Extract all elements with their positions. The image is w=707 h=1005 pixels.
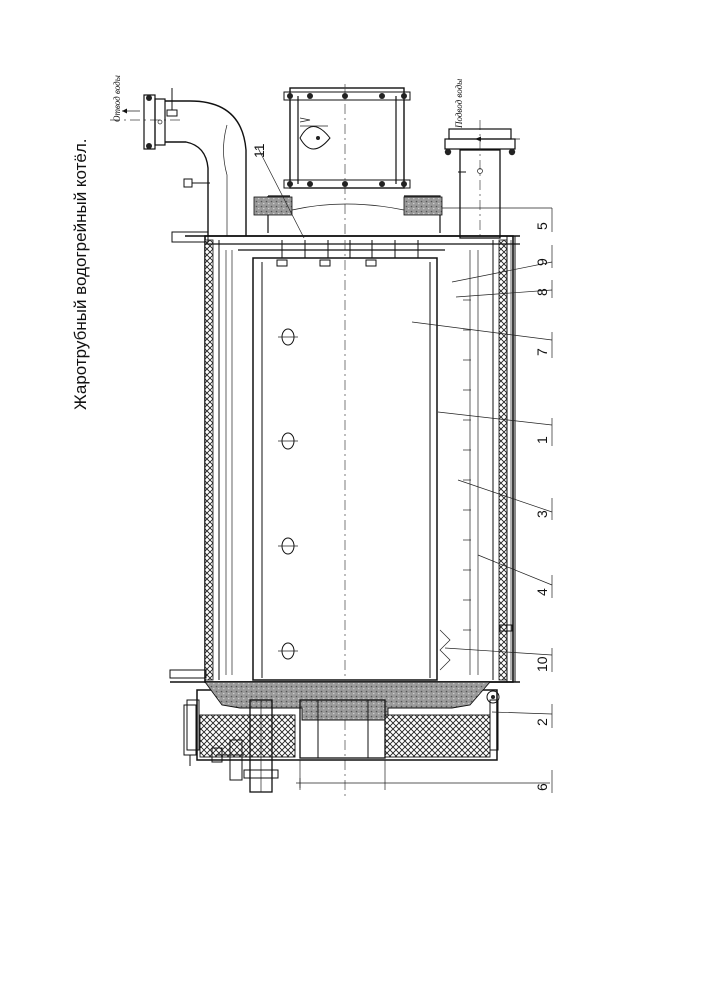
callout-2: 2 xyxy=(534,718,550,726)
callout-7: 7 xyxy=(534,348,550,356)
callout-11: 11 xyxy=(251,143,267,158)
outer-insulation-right xyxy=(499,240,507,680)
dimension-6 xyxy=(296,760,550,790)
outlet-pipe xyxy=(110,88,246,236)
callout-5: 5 xyxy=(534,222,550,230)
front-door xyxy=(187,682,499,760)
outer-insulation-left xyxy=(205,240,213,680)
inlet-label: Подвод воды xyxy=(454,79,464,129)
flue-insulation-left xyxy=(254,197,292,215)
callout-6: 6 xyxy=(534,783,550,791)
callout-8: 8 xyxy=(534,288,550,296)
callout-3: 3 xyxy=(534,510,550,518)
callout-1: 1 xyxy=(534,436,550,444)
outlet-label: Отвод воды xyxy=(112,75,122,122)
callout-4: 4 xyxy=(534,588,550,596)
drawing-title: Жаротрубный водогрейный котёл. xyxy=(71,138,90,410)
refractory-left xyxy=(200,715,295,757)
inspection-holes xyxy=(278,329,298,659)
callout-9: 9 xyxy=(534,258,550,266)
flue-box xyxy=(254,84,442,236)
baffle-zigzag xyxy=(440,630,450,670)
outlet-arrow-head xyxy=(122,109,127,114)
callout-10: 10 xyxy=(534,656,550,672)
refractory-right xyxy=(385,715,490,757)
flue-insulation-right xyxy=(404,197,442,215)
